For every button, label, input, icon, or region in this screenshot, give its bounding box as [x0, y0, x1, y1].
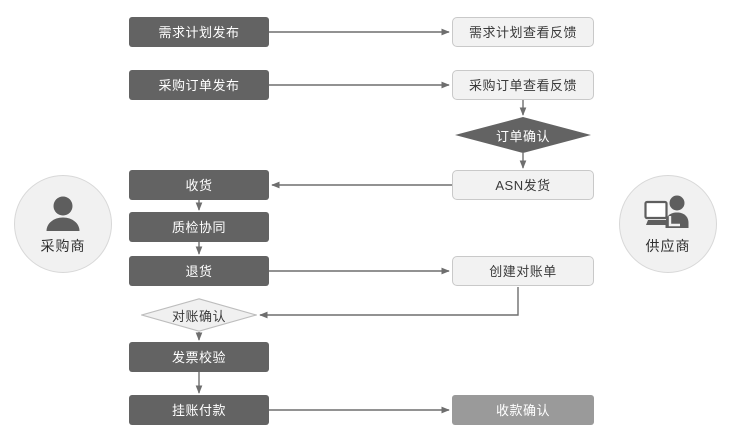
node-demand-plan-feedback-label: 需求计划查看反馈 — [468, 24, 577, 40]
node-invoice-verify[interactable]: 发票校验 — [129, 342, 269, 372]
node-create-statement[interactable]: 创建对账单 — [452, 256, 594, 286]
node-po-publish[interactable]: 采购订单发布 — [129, 70, 269, 100]
diamond-shape-order-confirm — [455, 117, 591, 153]
node-return-goods[interactable]: 退货 — [129, 256, 269, 286]
node-demand-plan-publish[interactable]: 需求计划发布 — [129, 17, 269, 47]
node-invoice-verify-label: 发票校验 — [171, 349, 226, 365]
node-po-feedback[interactable]: 采购订单查看反馈 — [452, 70, 594, 100]
node-receipt-confirm-label: 收款确认 — [495, 402, 550, 418]
node-demand-plan-feedback[interactable]: 需求计划查看反馈 — [452, 17, 594, 47]
node-receive-goods-label: 收货 — [185, 177, 213, 193]
node-asn-shipment-label: ASN发货 — [495, 177, 551, 193]
node-asn-shipment[interactable]: ASN发货 — [452, 170, 594, 200]
node-po-publish-label: 采购订单发布 — [158, 77, 240, 93]
diamond-shape-statement-confirm — [141, 298, 257, 332]
actor-supplier-label: 供应商 — [645, 237, 691, 254]
node-demand-plan-publish-label: 需求计划发布 — [158, 24, 240, 40]
node-statement-confirm-label: 对账确认 — [171, 308, 226, 324]
node-order-confirm-label: 订单确认 — [495, 128, 550, 144]
person-icon — [43, 193, 83, 233]
node-payable-payment-label: 挂账付款 — [171, 402, 226, 418]
node-receive-goods[interactable]: 收货 — [129, 170, 269, 200]
node-po-feedback-label: 采购订单查看反馈 — [468, 77, 577, 93]
node-order-confirm[interactable]: 订单确认 — [455, 117, 591, 153]
edge-create-statement-to-confirm — [259, 287, 519, 319]
actor-supplier[interactable]: 供应商 — [619, 175, 717, 273]
node-return-goods-label: 退货 — [185, 263, 213, 279]
node-quality-collab-label: 质检协同 — [171, 219, 226, 235]
node-create-statement-label: 创建对账单 — [489, 263, 557, 279]
node-statement-confirm[interactable]: 对账确认 — [141, 298, 257, 332]
node-quality-collab[interactable]: 质检协同 — [129, 212, 269, 242]
actor-buyer[interactable]: 采购商 — [14, 175, 112, 273]
node-receipt-confirm[interactable]: 收款确认 — [452, 395, 594, 425]
person-at-computer-icon — [644, 193, 692, 233]
node-payable-payment[interactable]: 挂账付款 — [129, 395, 269, 425]
actor-buyer-label: 采购商 — [40, 237, 86, 254]
